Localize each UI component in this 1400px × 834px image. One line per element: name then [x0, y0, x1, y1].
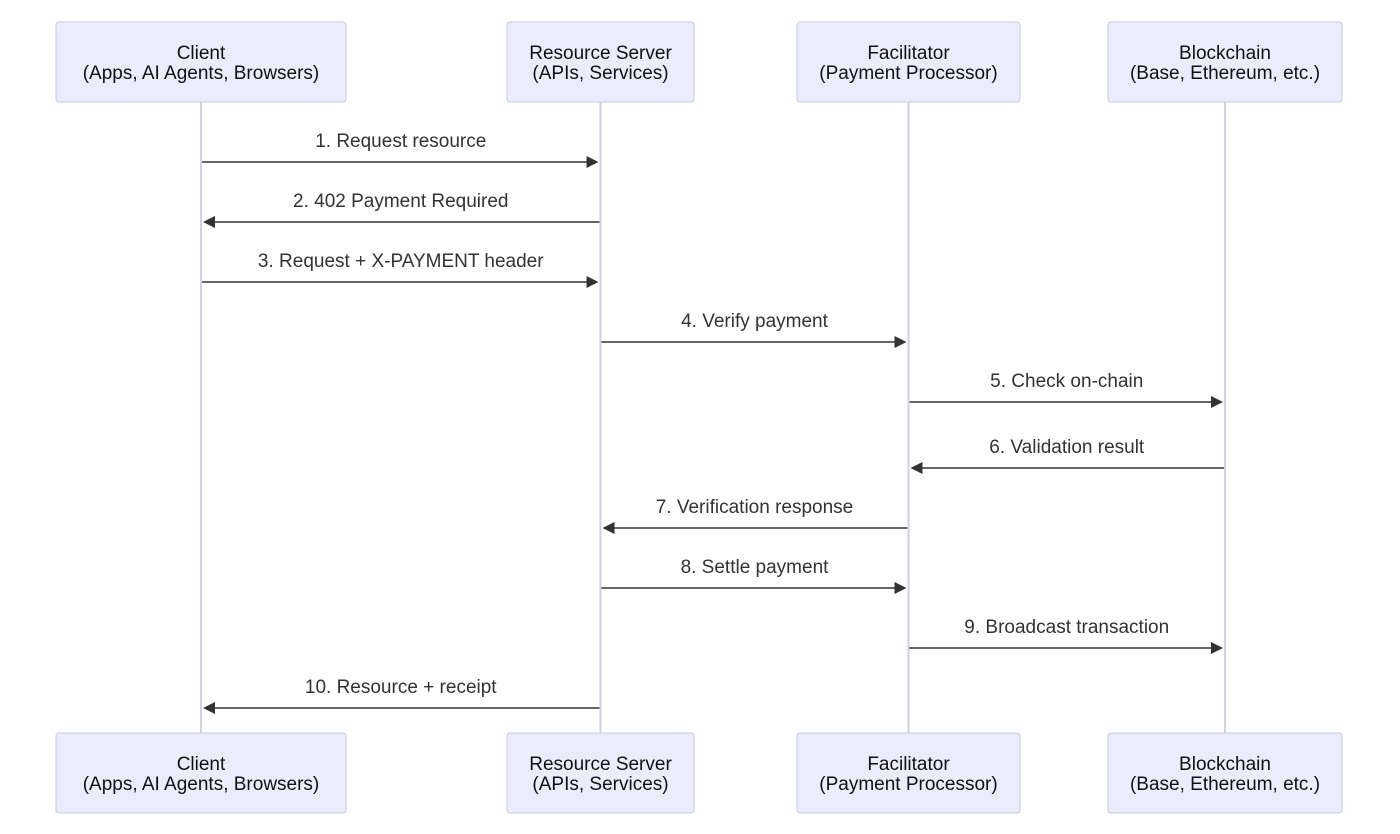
- arrowhead-icon: [602, 522, 615, 534]
- participant-name: Resource Server: [529, 43, 672, 64]
- arrowhead-icon: [203, 216, 215, 228]
- message-10: 10. Resource + receipt: [203, 677, 600, 714]
- participant-blockchain-bottom: Blockchain(Base, Ethereum, etc.): [1107, 732, 1343, 814]
- message-6: 6. Validation result: [910, 437, 1224, 474]
- participant-box: [1107, 21, 1343, 103]
- participant-description: (Base, Ethereum, etc.): [1130, 63, 1320, 84]
- arrowhead-icon: [1211, 396, 1223, 408]
- participant-name: Blockchain: [1179, 754, 1271, 775]
- participant-description: (Apps, AI Agents, Browsers): [83, 63, 320, 84]
- participant-facilitator-top: Facilitator(Payment Processor): [796, 21, 1021, 103]
- message-label: 1. Request resource: [315, 131, 486, 152]
- arrowhead-icon: [586, 276, 599, 288]
- participant-name: Resource Server: [529, 754, 672, 775]
- participant-resource-server-bottom: Resource Server(APIs, Services): [506, 732, 695, 814]
- participant-client-top: Client(Apps, AI Agents, Browsers): [55, 21, 347, 103]
- message-9: 9. Broadcast transaction: [909, 617, 1223, 654]
- participant-box: [796, 732, 1021, 814]
- message-1: 1. Request resource: [202, 131, 599, 168]
- participant-box: [1107, 732, 1343, 814]
- participant-name: Client: [177, 43, 226, 64]
- message-label: 10. Resource + receipt: [305, 677, 497, 698]
- participant-name: Facilitator: [867, 43, 950, 64]
- arrowhead-icon: [1211, 642, 1223, 654]
- arrowhead-icon: [894, 582, 907, 594]
- arrowhead-icon: [586, 156, 599, 168]
- lifelines: [200, 102, 1226, 733]
- participant-description: (APIs, Services): [532, 774, 668, 795]
- participant-box: [506, 732, 695, 814]
- participant-client-bottom: Client(Apps, AI Agents, Browsers): [55, 732, 347, 814]
- participant-name: Blockchain: [1179, 43, 1271, 64]
- participants-bottom: Client(Apps, AI Agents, Browsers) Resourc…: [55, 732, 1343, 814]
- participant-box: [506, 21, 695, 103]
- message-label: 2. 402 Payment Required: [293, 191, 508, 212]
- arrowhead-icon: [894, 336, 907, 348]
- participant-resource-server-top: Resource Server(APIs, Services): [506, 21, 695, 103]
- message-label: 3. Request + X-PAYMENT header: [258, 251, 544, 272]
- arrowhead-icon: [910, 462, 923, 474]
- message-3: 3. Request + X-PAYMENT header: [202, 251, 599, 288]
- participant-box: [55, 732, 347, 814]
- participant-description: (Payment Processor): [819, 774, 997, 795]
- participants-top: Client(Apps, AI Agents, Browsers) Resourc…: [55, 21, 1343, 103]
- messages: 1. Request resource 2. 402 Payment Requir…: [202, 131, 1224, 714]
- message-5: 5. Check on-chain: [909, 371, 1223, 408]
- message-label: 9. Broadcast transaction: [964, 617, 1169, 638]
- message-7: 7. Verification response: [602, 497, 908, 534]
- participant-name: Facilitator: [867, 754, 950, 775]
- participant-description: (Payment Processor): [819, 63, 997, 84]
- participant-blockchain-top: Blockchain(Base, Ethereum, etc.): [1107, 21, 1343, 103]
- message-label: 7. Verification response: [656, 497, 854, 518]
- message-label: 6. Validation result: [989, 437, 1145, 458]
- participant-description: (Base, Ethereum, etc.): [1130, 774, 1320, 795]
- message-label: 8. Settle payment: [681, 557, 830, 578]
- message-4: 4. Verify payment: [601, 311, 907, 348]
- participant-description: (Apps, AI Agents, Browsers): [83, 774, 320, 795]
- message-label: 5. Check on-chain: [990, 371, 1143, 392]
- message-8: 8. Settle payment: [601, 557, 907, 594]
- participant-box: [55, 21, 347, 103]
- participant-facilitator-bottom: Facilitator(Payment Processor): [796, 732, 1021, 814]
- participant-name: Client: [177, 754, 226, 775]
- message-2: 2. 402 Payment Required: [203, 191, 600, 228]
- participant-description: (APIs, Services): [532, 63, 668, 84]
- arrowhead-icon: [203, 702, 215, 714]
- participant-box: [796, 21, 1021, 103]
- message-label: 4. Verify payment: [681, 311, 829, 332]
